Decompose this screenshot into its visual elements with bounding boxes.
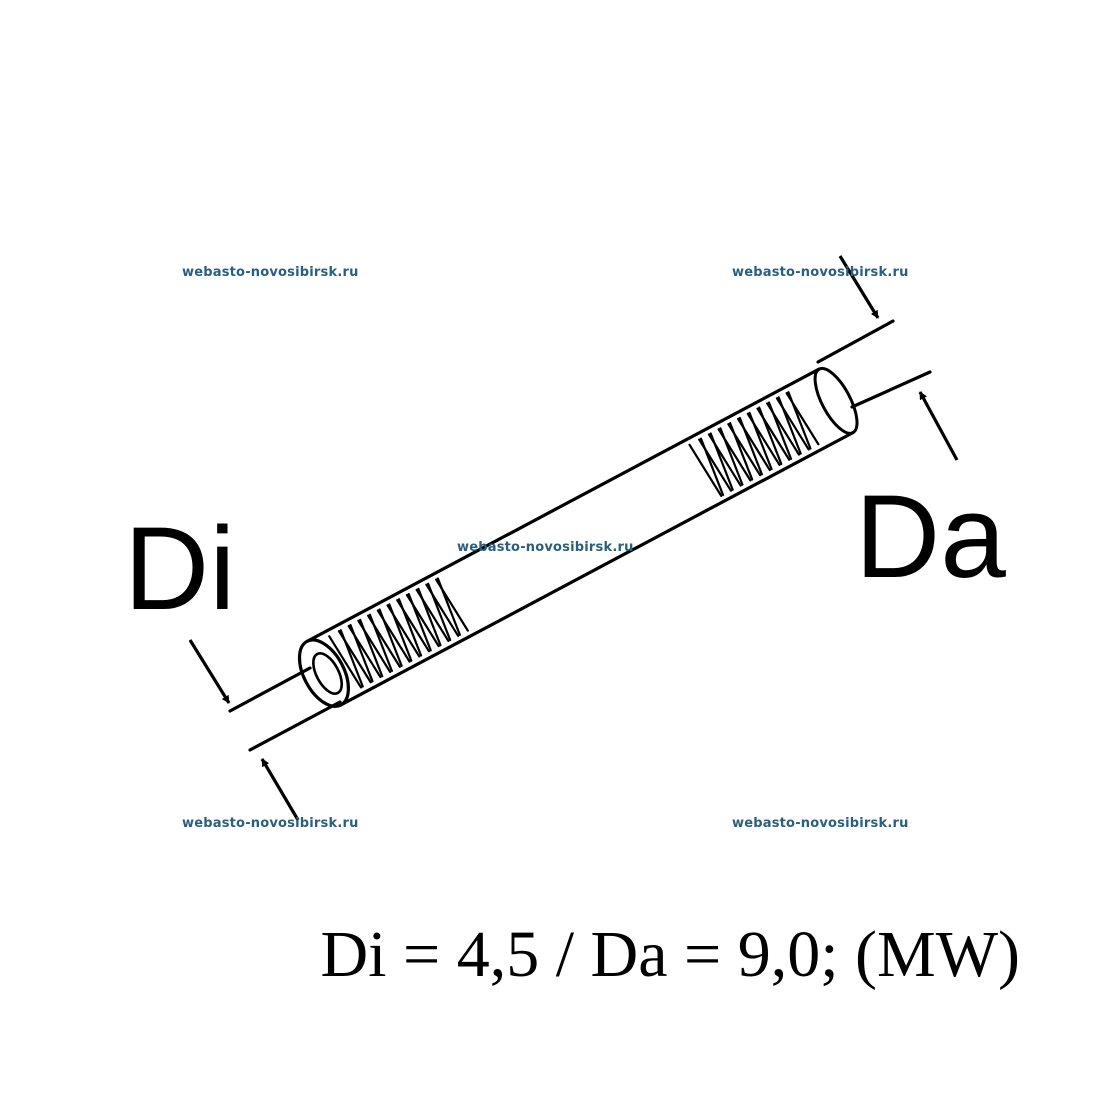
tube-body — [297, 366, 859, 708]
arrow-da-right-top — [838, 255, 880, 319]
label-di: Di — [124, 503, 236, 635]
da-extension-line-left — [248, 700, 342, 752]
label-da: Da — [855, 471, 1006, 603]
tube-right-end — [813, 366, 859, 435]
arrow-di — [188, 639, 231, 704]
tube-bottom-wall — [339, 431, 855, 707]
arrow-da-left — [260, 758, 300, 821]
tube-top-wall — [305, 367, 821, 643]
watermark-top-left: webasto-novosibirsk.ru — [182, 265, 359, 280]
coil-right — [688, 391, 820, 497]
watermark-bottom-left: webasto-novosibirsk.ru — [182, 816, 359, 831]
da-extension-line-right-top — [816, 319, 895, 364]
specification-text: Di = 4,5 / Da = 9,0; (MW) — [320, 918, 1020, 991]
tube-left-opening-inner — [312, 652, 344, 695]
da-extension-line-right-bottom — [850, 370, 932, 409]
dimension-arrows — [188, 255, 959, 821]
watermark-center: webasto-novosibirsk.ru — [457, 540, 634, 555]
dimension-lines — [228, 319, 932, 752]
coil-left — [328, 577, 469, 689]
watermark-bottom-right: webasto-novosibirsk.ru — [732, 816, 909, 831]
watermark-top-right: webasto-novosibirsk.ru — [732, 265, 909, 280]
tube-left-opening-outer — [297, 638, 350, 708]
di-extension-line — [228, 666, 312, 713]
arrow-da-right-bottom — [918, 391, 959, 461]
